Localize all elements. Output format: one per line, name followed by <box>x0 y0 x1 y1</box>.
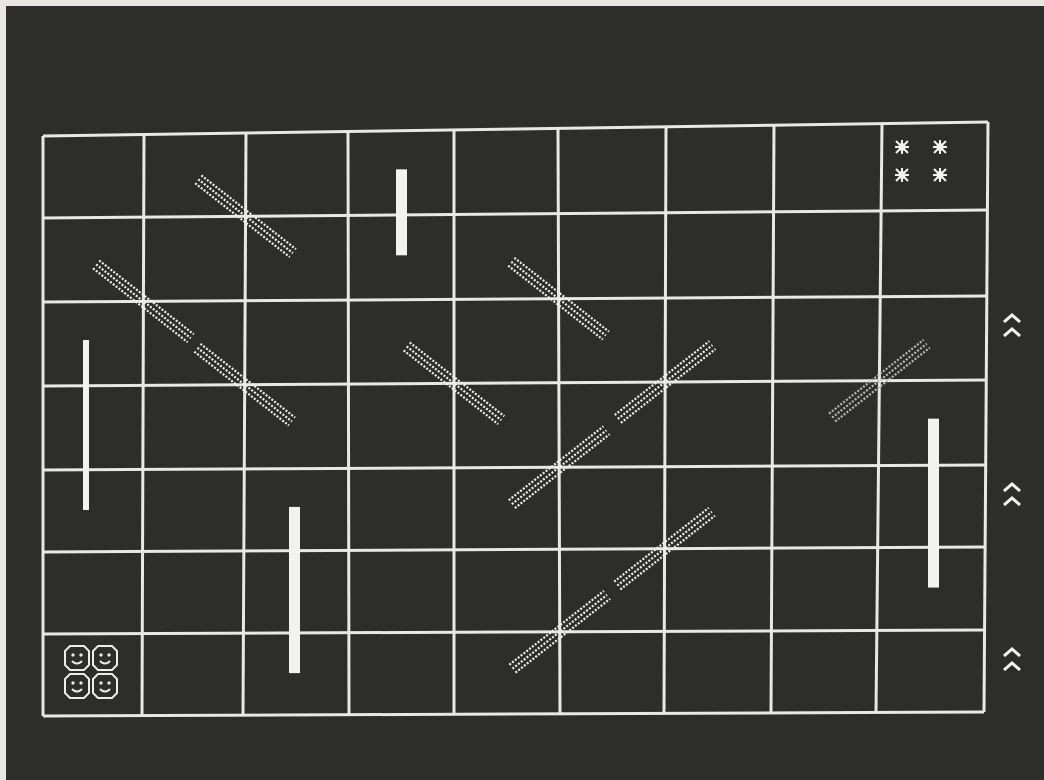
board-cell[interactable] <box>143 216 245 301</box>
spider-icon[interactable] <box>895 140 909 154</box>
board-cell[interactable] <box>454 549 560 632</box>
board-cell[interactable] <box>142 551 244 634</box>
board-cell[interactable] <box>665 212 773 298</box>
board-cell[interactable] <box>773 297 881 382</box>
wall-bar[interactable] <box>396 169 407 255</box>
board-cell[interactable] <box>771 630 877 712</box>
board-cell[interactable] <box>773 211 881 297</box>
board-cell[interactable] <box>772 381 879 466</box>
board-cell[interactable] <box>454 128 558 214</box>
board-cell[interactable] <box>876 630 985 712</box>
board-cell[interactable] <box>881 122 988 211</box>
board-cell[interactable] <box>43 134 144 218</box>
board-cell[interactable] <box>771 548 877 631</box>
board-cell[interactable] <box>143 469 245 552</box>
double-caret-icon <box>1004 484 1020 505</box>
board-cell[interactable] <box>349 550 454 633</box>
board-cell[interactable] <box>349 632 454 714</box>
board-cell[interactable] <box>454 299 559 384</box>
board-cell[interactable] <box>880 210 987 297</box>
board-cell[interactable] <box>43 551 143 634</box>
board-cell[interactable] <box>143 385 245 470</box>
board-grid <box>43 122 988 716</box>
board-cell[interactable] <box>772 466 879 549</box>
board-cell[interactable] <box>774 124 882 212</box>
double-caret-icon <box>1004 649 1020 670</box>
board-cell[interactable] <box>246 131 349 216</box>
board-cell[interactable] <box>349 468 454 551</box>
wall-bar[interactable] <box>289 507 300 673</box>
board-cell[interactable] <box>560 631 665 713</box>
side-marker-layer <box>1004 315 1020 670</box>
spider-icon[interactable] <box>933 140 947 154</box>
game-screen <box>6 6 1044 780</box>
board-cell[interactable] <box>43 634 142 716</box>
wall-bar[interactable] <box>83 340 89 510</box>
board-cell[interactable] <box>43 385 143 470</box>
board-cell[interactable] <box>43 301 143 386</box>
spider-icon[interactable] <box>933 168 947 182</box>
game-board[interactable] <box>6 6 1044 780</box>
double-caret-icon <box>1004 315 1020 336</box>
board-cell[interactable] <box>245 300 349 385</box>
board-cell[interactable] <box>559 467 665 550</box>
board-cell[interactable] <box>142 633 243 715</box>
board-cell[interactable] <box>558 213 665 299</box>
board-cell[interactable] <box>664 548 772 631</box>
board-cell[interactable] <box>558 127 666 214</box>
spider-icon[interactable] <box>895 168 909 182</box>
board-cell[interactable] <box>666 125 774 213</box>
board-cell[interactable] <box>664 631 771 713</box>
board-cell[interactable] <box>665 381 773 466</box>
board-cell[interactable] <box>348 383 454 468</box>
board-cell[interactable] <box>245 215 348 300</box>
board-cell[interactable] <box>43 469 143 552</box>
wall-bar[interactable] <box>928 419 939 588</box>
